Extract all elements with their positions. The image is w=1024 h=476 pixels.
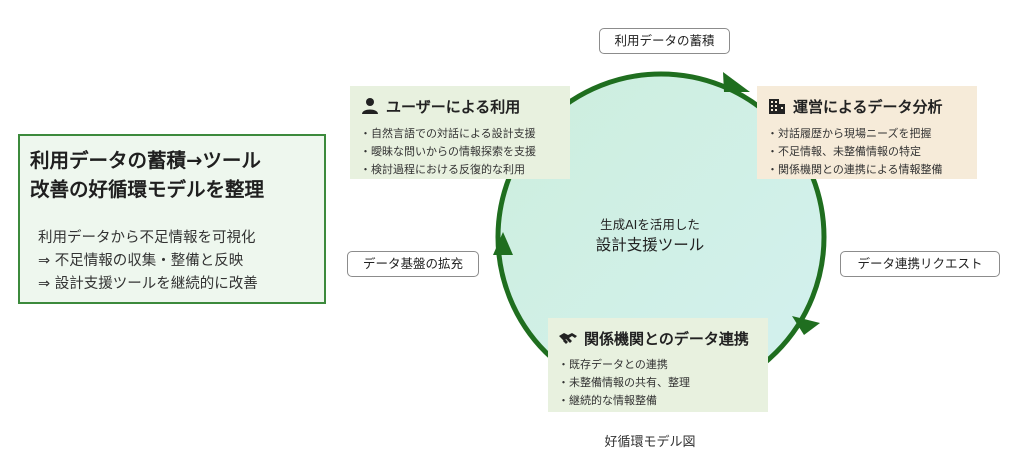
stage-items: ・既存データとの連携 ・未整備情報の共有、整理 ・継続的な情報整備 [558, 356, 758, 410]
stage-title: 関係機関とのデータ連携 [584, 329, 749, 348]
transition-label-accumulate: 利用データの蓄積 [599, 28, 730, 54]
stage-item: ・検討過程における反復的な利用 [360, 163, 525, 176]
summary-line: ⇒ 不足情報の収集・整備と反映 [38, 253, 244, 269]
summary-title-line1: 利用データの蓄積→ツール [30, 149, 261, 172]
stage-header: ユーザーによる利用 [360, 93, 560, 119]
stage-item: ・自然言語での対話による設計支援 [360, 127, 536, 140]
stage-title: ユーザーによる利用 [386, 97, 521, 116]
summary-box: 利用データの蓄積→ツール 改善の好循環モデルを整理 利用データから不足情報を可視… [18, 134, 326, 304]
arrowhead-left [493, 232, 513, 255]
stage-item: ・不足情報、未整備情報の特定 [767, 145, 921, 158]
transition-label-expand: データ基盤の拡充 [347, 251, 479, 277]
stage-ops-analysis: 運営によるデータ分析 ・対話履歴から現場ニーズを把握 ・不足情報、未整備情報の特… [757, 86, 977, 179]
stage-title: 運営によるデータ分析 [793, 97, 943, 116]
figure-caption: 好循環モデル図 [604, 435, 696, 450]
stage-items: ・対話履歴から現場ニーズを把握 ・不足情報、未整備情報の特定 ・関係機関との連携… [767, 125, 967, 179]
center-label-line2: 設計支援ツール [595, 236, 705, 254]
stage-item: ・継続的な情報整備 [558, 394, 657, 407]
summary-title: 利用データの蓄積→ツール 改善の好循環モデルを整理 [30, 146, 325, 204]
stage-user-usage: ユーザーによる利用 ・自然言語での対話による設計支援 ・曖昧な問いからの情報探索… [350, 86, 570, 179]
stage-relations-data: 関係機関とのデータ連携 ・既存データとの連携 ・未整備情報の共有、整理 ・継続的… [548, 318, 768, 412]
summary-line: ⇒ 設計支援ツールを継続的に改善 [38, 276, 258, 292]
center-label-line1: 生成AIを活用した [600, 217, 700, 232]
stage-item: ・関係機関との連携による情報整備 [767, 163, 943, 176]
stage-item: ・既存データとの連携 [558, 358, 668, 371]
stage-header: 運営によるデータ分析 [767, 93, 967, 119]
summary-lines: 利用データから不足情報を可視化 ⇒ 不足情報の収集・整備と反映 ⇒ 設計支援ツー… [38, 227, 258, 296]
stage-header: 関係機関とのデータ連携 [558, 325, 758, 351]
building-icon [769, 99, 785, 114]
summary-title-line2: 改善の好循環モデルを整理 [30, 178, 265, 201]
handshake-icon [559, 333, 577, 344]
summary-line: 利用データから不足情報を可視化 [38, 230, 256, 246]
stage-item: ・対話履歴から現場ニーズを把握 [767, 127, 932, 140]
stage-item: ・曖昧な問いからの情報探索を支援 [360, 145, 536, 158]
transition-label-request: データ連携リクエスト [840, 251, 1000, 277]
stage-item: ・未整備情報の共有、整理 [558, 376, 690, 389]
person-icon [362, 98, 378, 114]
arrowhead-right [792, 316, 820, 335]
arrowhead-top [723, 72, 750, 92]
stage-items: ・自然言語での対話による設計支援 ・曖昧な問いからの情報探索を支援 ・検討過程に… [360, 125, 560, 179]
